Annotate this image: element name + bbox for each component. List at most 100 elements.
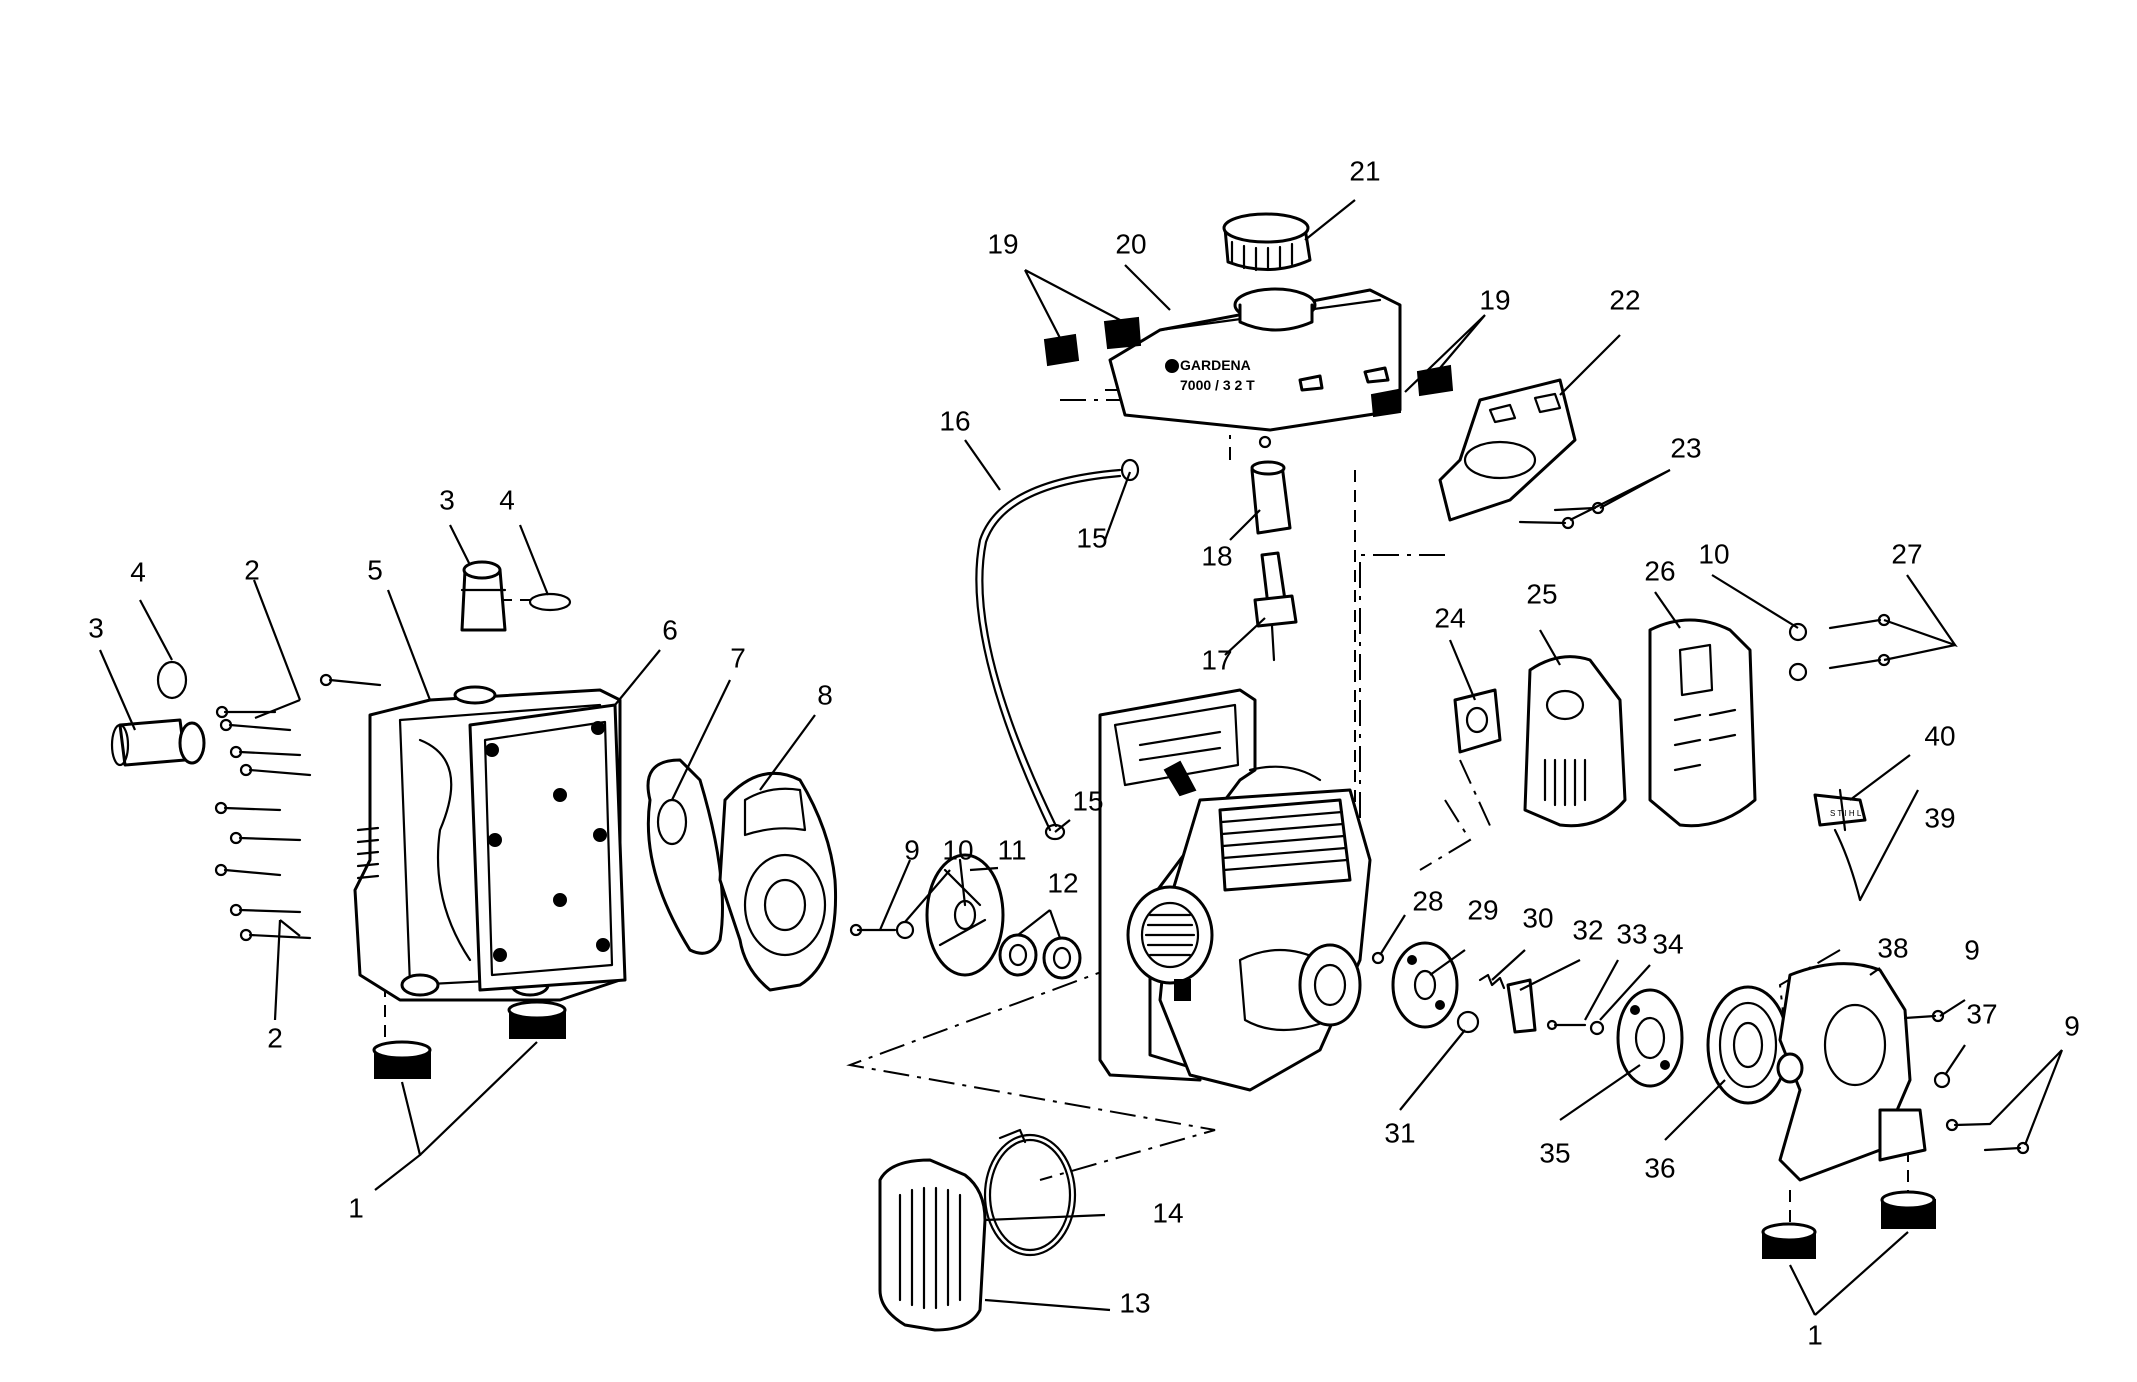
callout-3: 3: [88, 612, 104, 643]
throttle-lever: S T I H L: [1813, 788, 1867, 832]
rubber-feet-left: [372, 1000, 567, 1079]
callout-1: 1: [1807, 1319, 1823, 1350]
housing-washer: [1933, 1071, 1951, 1089]
air-filter-cover: [878, 1158, 987, 1332]
callout-18: 18: [1201, 540, 1232, 571]
callout-1: 1: [348, 1192, 364, 1223]
callout-2: 2: [244, 554, 260, 585]
rubber-feet-right: [1761, 1190, 1936, 1259]
throttle-cable: [1833, 828, 1862, 902]
callout-5: 5: [367, 554, 383, 585]
callout-30: 30: [1522, 902, 1553, 933]
starter-grille: [1126, 885, 1214, 985]
fuel-hose-inner: [981, 474, 1122, 828]
callout-12: 12: [1047, 867, 1078, 898]
callout-10: 10: [942, 834, 973, 865]
tank-cap: [1222, 212, 1312, 272]
callout-34: 34: [1652, 928, 1683, 959]
gardena-logo: [1165, 359, 1179, 373]
tank-model: 7000 / 3 2 T: [1180, 377, 1255, 393]
o-ring-left: [156, 660, 188, 700]
impeller: [925, 853, 1005, 977]
muffler-cover: [1648, 618, 1757, 828]
tank-brand: GARDENA: [1180, 357, 1251, 373]
callout-14: 14: [1152, 1197, 1183, 1228]
callout-17: 17: [1201, 644, 1232, 675]
hose-clip-top: [1120, 458, 1140, 482]
callout-15: 15: [1076, 522, 1107, 553]
screws-left: [214, 673, 382, 942]
starter-flange: [1391, 941, 1459, 1029]
engine-block: [1126, 765, 1372, 1092]
starter-housing: [1776, 962, 1927, 1182]
starter-screw: [1546, 1019, 1587, 1031]
callout-28: 28: [1412, 885, 1443, 916]
callout-6: 6: [662, 614, 678, 645]
callout-4: 4: [130, 556, 146, 587]
vent-slots: [356, 826, 380, 880]
callout-21: 21: [1349, 155, 1380, 186]
spark-plug: [1253, 551, 1298, 662]
callout-37: 37: [1966, 998, 1997, 1029]
callout-16: 16: [939, 405, 970, 436]
starter-pawl: [1506, 978, 1537, 1034]
muffler: [1523, 655, 1627, 828]
callout-39: 39: [1924, 802, 1955, 833]
fuel-tank: GARDENA 7000 / 3 2 T: [1108, 287, 1402, 449]
fitting-left: [110, 718, 206, 767]
muffler-screws: [1828, 613, 1891, 670]
callout-7: 7: [730, 642, 746, 673]
callout-26: 26: [1644, 555, 1675, 586]
callout-4: 4: [499, 484, 515, 515]
callout-31: 31: [1384, 1117, 1415, 1148]
callout-33: 33: [1616, 918, 1647, 949]
callout-38: 38: [1877, 932, 1908, 963]
callout-15: 15: [1072, 785, 1103, 816]
impeller-screw: [849, 923, 897, 937]
recoil-spring: [1706, 985, 1790, 1105]
starter-washer: [1371, 951, 1385, 965]
callout-9: 9: [1964, 934, 1980, 965]
callout-20: 20: [1115, 228, 1146, 259]
callout-29: 29: [1467, 894, 1498, 925]
o-ring-top: [528, 592, 572, 612]
callout-23: 23: [1670, 432, 1701, 463]
callout-24: 24: [1434, 602, 1465, 633]
impeller-housing: [718, 771, 838, 992]
housing-screws-lower: [1945, 1118, 2030, 1155]
starter-nut: [1456, 1010, 1480, 1034]
callout-3: 3: [439, 484, 455, 515]
callout-40: 40: [1924, 720, 1955, 751]
hose-clip-bottom: [1044, 823, 1066, 841]
cover-plate: [468, 703, 627, 992]
fitting-top: [460, 560, 507, 632]
washer: [895, 920, 915, 940]
callout-numbers: 1 1 2 2 3 3 4 4 5 6 7 8 9 9 9 10 10 11 1…: [88, 155, 2080, 1350]
fuel-hose: [975, 468, 1122, 832]
callout-11: 11: [997, 834, 1026, 865]
starter-washer-small: [1589, 1020, 1605, 1036]
cylinder-fins: [1218, 798, 1352, 892]
callout-2: 2: [267, 1022, 283, 1053]
diaphragm: [646, 758, 724, 955]
callout-8: 8: [817, 679, 833, 710]
rope-pulley: [1616, 988, 1684, 1088]
callout-9: 9: [904, 834, 920, 865]
callout-35: 35: [1539, 1137, 1570, 1168]
housing-screw-upper: [1903, 1009, 1945, 1023]
callout-36: 36: [1644, 1152, 1675, 1183]
tank-bracket: [1438, 378, 1577, 522]
seals: [998, 933, 1082, 980]
starter-spring: [1478, 973, 1506, 990]
muffler-gasket: [1453, 688, 1502, 754]
callout-22: 22: [1609, 284, 1640, 315]
spark-plug-boot: [1250, 460, 1292, 535]
stihl-label: S T I H L: [1830, 809, 1862, 818]
callout-10: 10: [1698, 538, 1729, 569]
callout-19: 19: [1479, 284, 1510, 315]
callout-13: 13: [1119, 1287, 1150, 1318]
callout-32: 32: [1572, 914, 1603, 945]
leader-lines: [98, 199, 2064, 1316]
callout-27: 27: [1891, 538, 1922, 569]
